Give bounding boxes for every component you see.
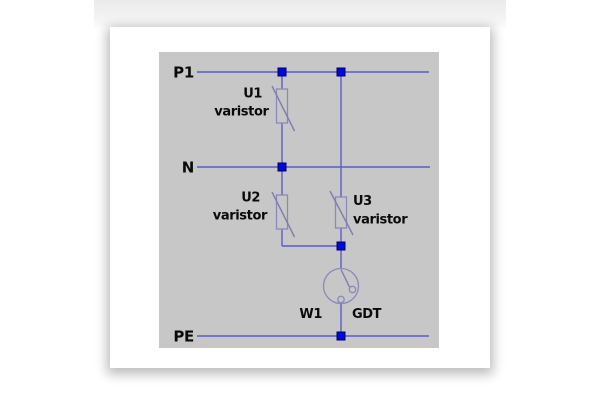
component-ref-u2: U2 (241, 191, 260, 206)
top-shadow-band (94, 0, 506, 27)
varistor-stroke-u2 (271, 191, 296, 238)
varistor-symbol-u3-icon (329, 190, 354, 236)
junction-node (336, 331, 346, 341)
gdt-symbol-icon (322, 267, 360, 305)
rail-label-p1: P1 (173, 64, 194, 82)
varistor-stroke-u1 (271, 85, 296, 132)
component-ref-w1: W1 (299, 307, 322, 322)
component-type-u2: varistor (213, 209, 268, 224)
component-ref-u3: U3 (353, 194, 372, 209)
rail-label-pe: PE (173, 328, 194, 346)
component-type-w1: GDT (352, 307, 382, 322)
junction-node (336, 241, 346, 251)
varistor-stroke-u3 (329, 190, 354, 236)
junction-node (277, 162, 287, 172)
varistor-symbol-u1-icon (271, 85, 296, 132)
junction-node (336, 67, 346, 77)
gdt-electrode-right (348, 285, 357, 294)
component-type-u3: varistor (353, 213, 408, 228)
rail-label-n: N (182, 159, 194, 177)
component-type-u1: varistor (214, 105, 269, 120)
gdt-electrode-bottom (337, 295, 345, 304)
gdt-envelope (322, 267, 360, 305)
junction-node (277, 67, 287, 77)
gdt-electrode-lead (340, 269, 351, 288)
schematic-canvas (159, 52, 439, 348)
varistor-symbol-u2-icon (271, 191, 296, 238)
component-ref-u1: U1 (243, 87, 262, 102)
